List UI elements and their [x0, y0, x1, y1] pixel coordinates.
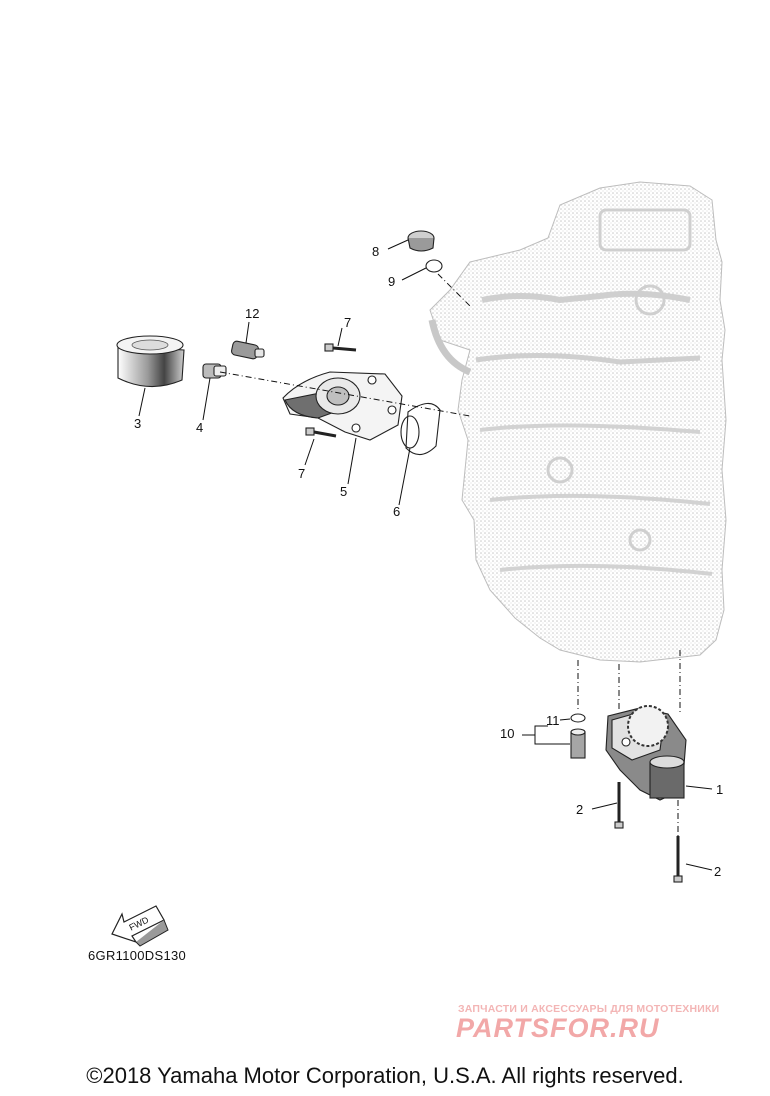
callout-8: 8 — [372, 244, 379, 259]
callout-4: 4 — [196, 420, 203, 435]
callout-9: 9 — [388, 274, 395, 289]
callout-10: 10 — [500, 726, 514, 741]
callout-3: 3 — [134, 416, 141, 431]
callout-numbers: 1 2 2 3 4 5 6 7 7 8 9 10 11 12 — [134, 244, 723, 879]
callout-2-long: 2 — [714, 864, 721, 879]
watermark-logo: PARTSFOR.RU — [456, 1013, 660, 1043]
oil-filter-housing-part[interactable] — [282, 371, 403, 441]
callout-6: 6 — [393, 504, 400, 519]
alignment-lines — [219, 273, 681, 836]
watermark-tagline: ЗАПЧАСТИ И АКСЕССУАРЫ ДЛЯ МОТОТЕХНИКИ — [458, 1003, 720, 1015]
forward-direction-arrow: FWD — [111, 905, 169, 947]
oil-pump-part[interactable] — [605, 705, 687, 801]
gasket-part[interactable] — [405, 402, 441, 456]
callout-7-lower: 7 — [298, 466, 305, 481]
callout-12: 12 — [245, 306, 259, 321]
pump-bolt-short-part[interactable] — [614, 782, 624, 829]
pump-bolt-long-part[interactable] — [673, 836, 683, 883]
dowel-pin-part[interactable] — [570, 728, 586, 759]
dowel-o-ring-part[interactable] — [570, 713, 586, 723]
housing-bolt-lower-part[interactable] — [305, 427, 337, 438]
engine-block — [428, 181, 727, 663]
leader-lines — [138, 239, 713, 871]
oil-filter-part[interactable] — [116, 335, 185, 388]
callout-7-upper: 7 — [344, 315, 351, 330]
copyright-notice: ©2018 Yamaha Motor Corporation, U.S.A. A… — [86, 1063, 684, 1088]
callout-11: 11 — [546, 713, 560, 728]
housing-bolt-upper-part[interactable] — [324, 343, 357, 352]
diagram-code: 6GR1100DS130 — [88, 948, 187, 963]
union-bolt-part[interactable] — [202, 363, 227, 379]
filler-cap-o-ring-part[interactable] — [425, 259, 443, 273]
callout-1: 1 — [716, 782, 723, 797]
oil-pressure-switch-part[interactable] — [231, 340, 265, 360]
callout-2-short: 2 — [576, 802, 583, 817]
o-ring-part[interactable] — [400, 415, 420, 449]
oil-filler-cap-part[interactable] — [407, 230, 435, 252]
callout-5: 5 — [340, 484, 347, 499]
